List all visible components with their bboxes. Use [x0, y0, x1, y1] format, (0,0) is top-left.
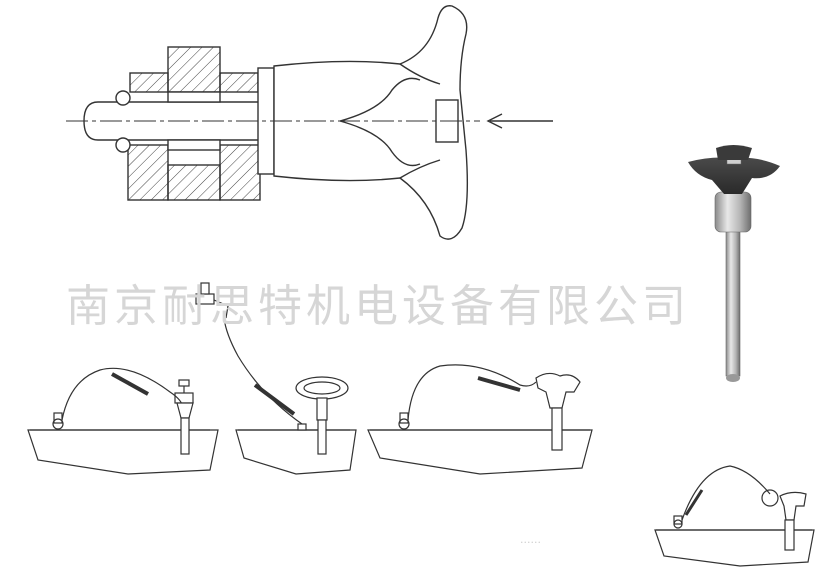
usage-step-1 — [27, 367, 219, 475]
usage-step-4 — [654, 465, 815, 567]
upper-plate — [129, 46, 259, 93]
corner-mark: ' — [820, 0, 823, 7]
section-drawing — [66, 5, 480, 240]
product-photo — [688, 145, 780, 382]
usage-step-3 — [367, 364, 593, 475]
lower-plate — [127, 144, 261, 201]
push-direction-arrow-icon — [486, 113, 553, 129]
usage-illustrations — [27, 282, 815, 567]
usage-step-2 — [195, 282, 357, 475]
